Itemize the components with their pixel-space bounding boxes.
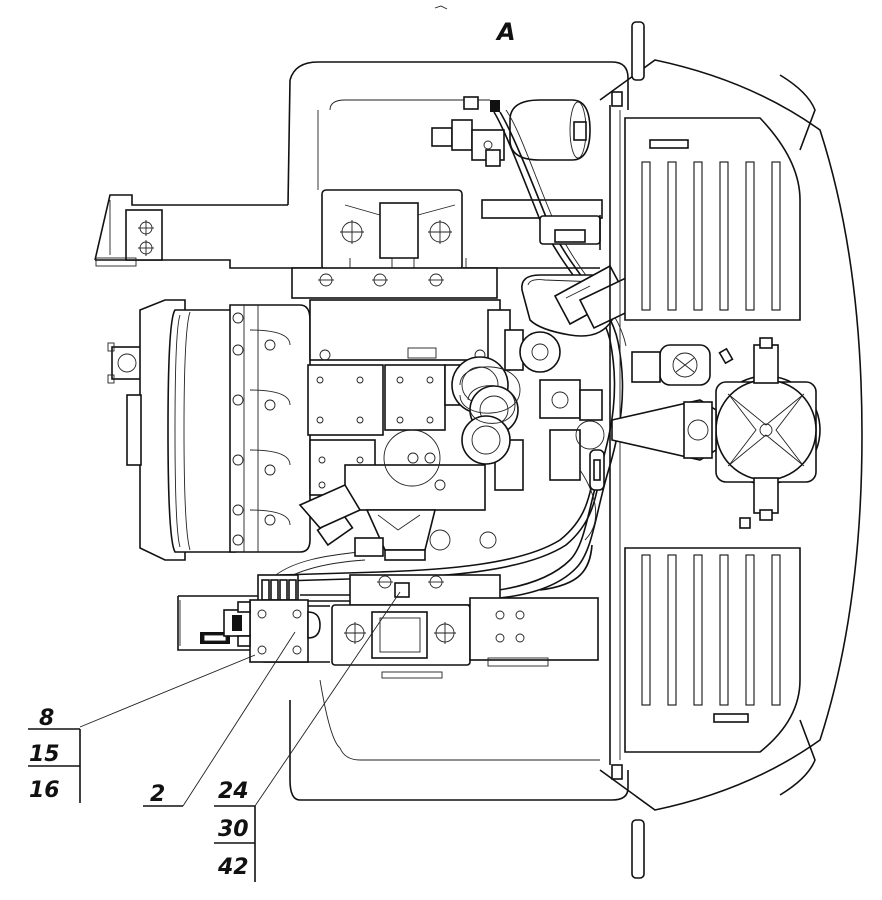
flywheel-housing	[107, 299, 311, 561]
callout-8-15-16: 8 15 16	[28, 706, 81, 803]
right-bracket-top	[539, 215, 601, 250]
lower-mount	[331, 597, 599, 679]
upper-mount	[291, 189, 603, 299]
accumulator	[509, 99, 591, 161]
radiator-slots-top	[641, 161, 781, 311]
callout-number: 42	[217, 855, 249, 880]
frame-outline	[287, 61, 629, 801]
callout-24-30-42: 24 30 42	[214, 779, 256, 882]
callout-number: 8	[39, 706, 54, 731]
callout-number: 16	[29, 778, 60, 803]
valve-top	[431, 96, 505, 167]
radiator-panel	[599, 21, 863, 879]
leader-lines	[79, 591, 401, 807]
radiator-slots-bottom	[641, 554, 781, 706]
hydraulic-rings	[451, 274, 619, 481]
hose-loops	[459, 366, 605, 541]
callout-number: 30	[218, 817, 249, 842]
air-filter	[611, 337, 821, 529]
callout-number: 2	[150, 782, 165, 807]
callout-number: 24	[218, 779, 249, 804]
distributor-block	[223, 574, 321, 663]
top-mark	[434, 5, 448, 10]
view-label-a: A	[495, 18, 516, 46]
callout-2: 2	[143, 782, 183, 807]
callout-number: 15	[29, 742, 60, 767]
